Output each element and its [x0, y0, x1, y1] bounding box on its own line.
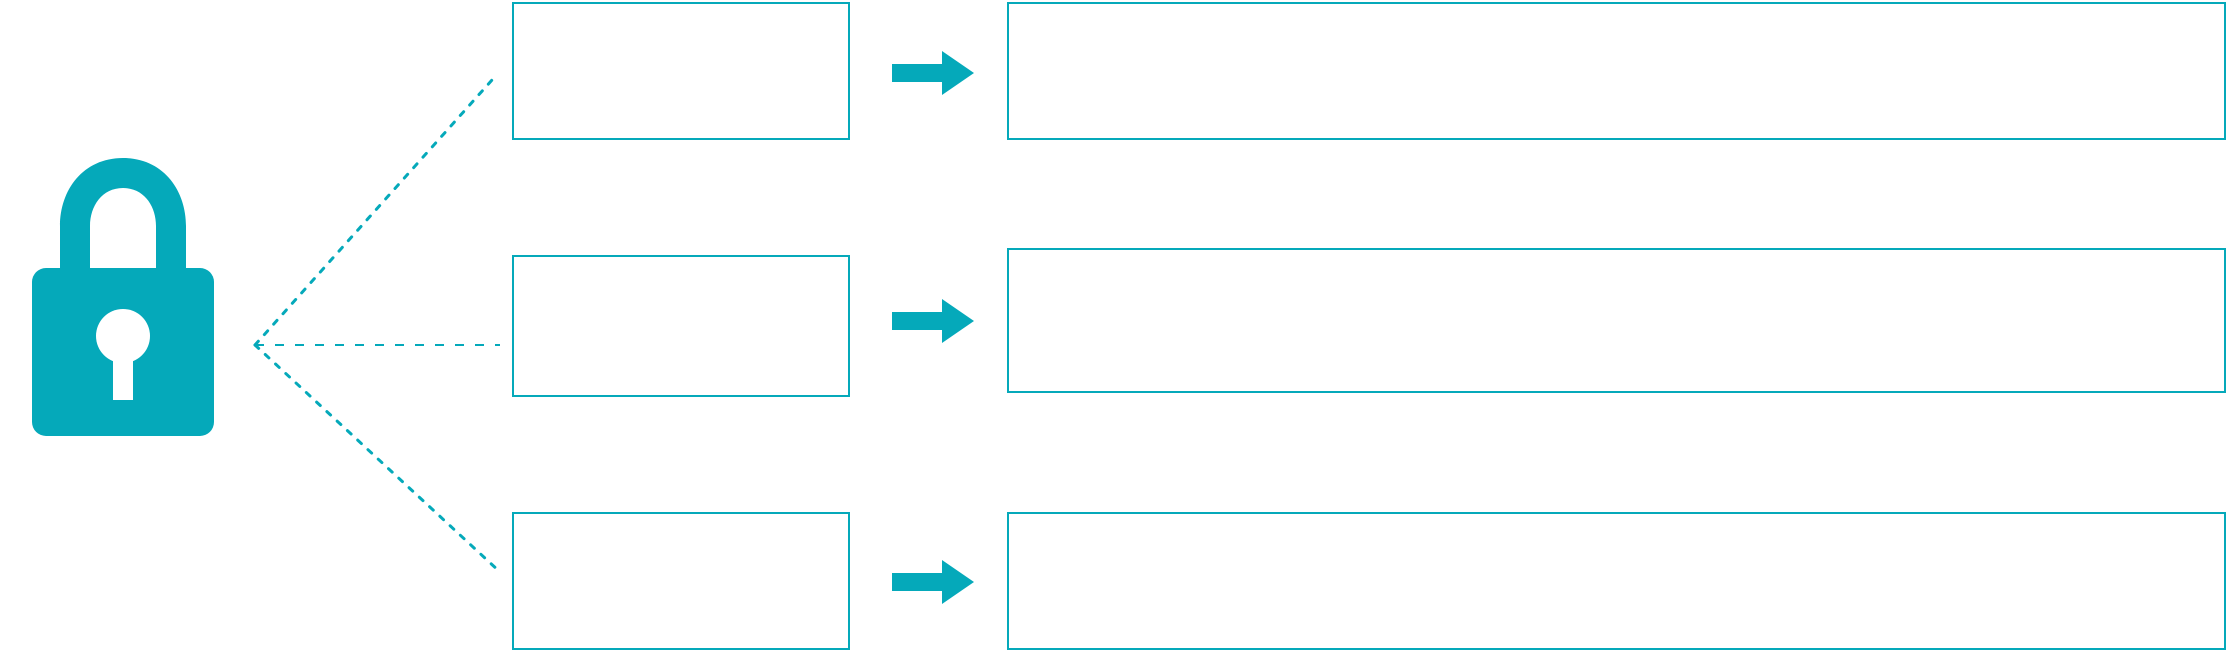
- arrow-right-icon-row-2: [892, 297, 974, 345]
- left-box-row-2[interactable]: [512, 255, 850, 397]
- arrow-right-icon-row-1: [892, 49, 974, 97]
- left-box-row-1[interactable]: [512, 2, 850, 140]
- right-box-row-1[interactable]: [1007, 2, 2226, 140]
- lock-icon: [28, 150, 218, 440]
- right-box-row-3[interactable]: [1007, 512, 2226, 650]
- left-box-row-3[interactable]: [512, 512, 850, 650]
- arrow-right-icon-row-3: [892, 558, 974, 606]
- right-box-row-2[interactable]: [1007, 248, 2226, 393]
- connector-line-row3: [253, 343, 502, 574]
- connector-line-row1: [253, 78, 494, 347]
